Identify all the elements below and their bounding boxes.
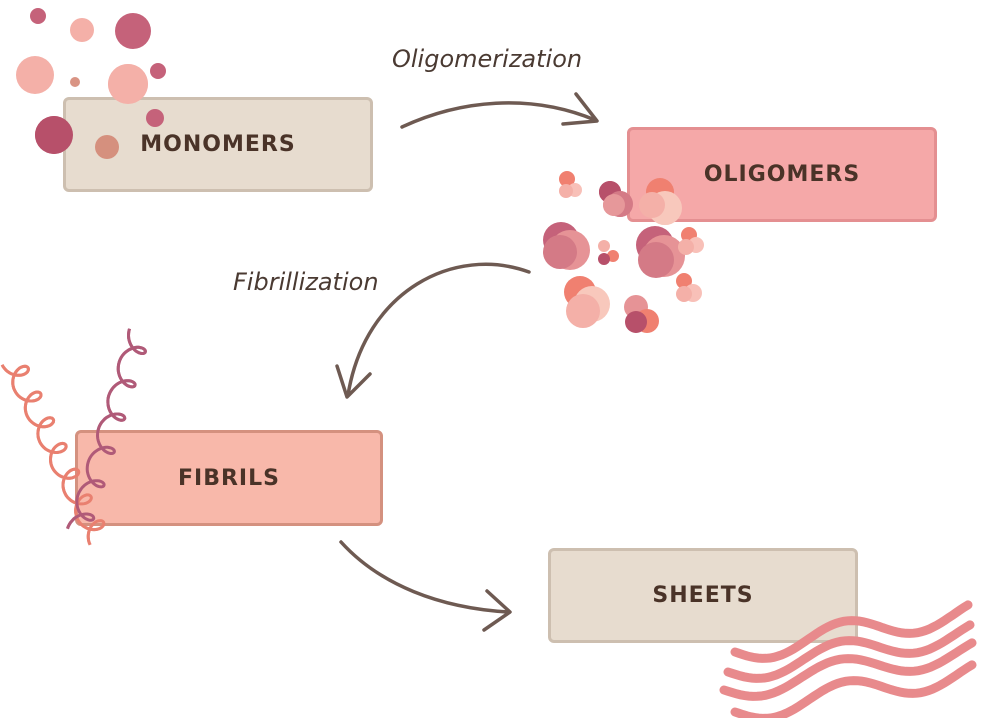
oligomer-cluster <box>678 227 704 255</box>
oligomer-cluster <box>624 295 659 333</box>
beta-sheet-wave <box>730 600 973 663</box>
monomer-bubble <box>35 116 73 154</box>
fibrillization-arrow <box>335 262 531 399</box>
beta-sheet-waves <box>719 600 977 718</box>
oligomer-cluster <box>639 178 682 225</box>
beta-sheet-wave <box>730 660 977 718</box>
monomer-bubble <box>146 109 164 127</box>
monomer-bubble <box>30 8 46 24</box>
monomers-label: MONOMERS <box>140 132 296 157</box>
monomer-bubble <box>115 13 151 49</box>
monomer-bubble <box>70 18 94 42</box>
monomer-bubble <box>108 64 148 104</box>
fibrillization-label: Fibrillization <box>233 268 379 296</box>
beta-sheet-wave <box>723 620 975 683</box>
sheet-formation-arrow <box>339 540 512 632</box>
arrows <box>335 92 599 632</box>
overlay-coils <box>0 328 147 546</box>
oligomer-cluster <box>598 240 619 265</box>
monomer-bubble <box>95 135 119 159</box>
monomer-bubble <box>70 77 80 87</box>
fibrils-label: FIBRILS <box>178 465 280 491</box>
fibril-coil-purple <box>66 328 147 530</box>
fibril-coil-orange <box>0 364 106 546</box>
oligomer-cluster <box>599 181 633 217</box>
overlay-bubbles <box>35 64 682 225</box>
fibrils-box: FIBRILS <box>75 430 383 526</box>
oligomer-cluster <box>676 273 702 302</box>
oligomer-cluster <box>543 222 590 270</box>
monomer-bubble <box>16 56 54 94</box>
oligomer-cluster <box>559 171 582 198</box>
oligomer-cluster <box>636 226 685 278</box>
sheets-box: SHEETS <box>548 548 858 643</box>
oligomerization-arrow <box>400 92 599 129</box>
oligomers-label: OLIGOMERS <box>703 162 861 187</box>
oligomer-cluster <box>564 276 610 328</box>
beta-sheet-wave <box>719 638 977 701</box>
sheets-label: SHEETS <box>652 583 754 608</box>
monomer-bubble <box>150 63 166 79</box>
oligomerization-label: Oligomerization <box>392 45 583 73</box>
